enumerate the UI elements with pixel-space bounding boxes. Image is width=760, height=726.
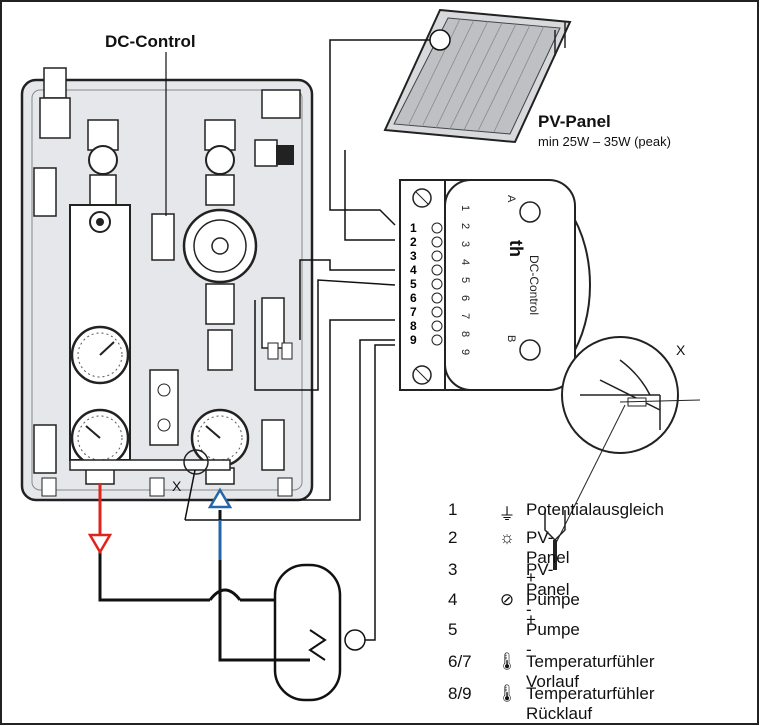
legend-number: 3 (448, 560, 458, 579)
legend-number: 8/9 (448, 684, 472, 703)
legend-text: Potentialausgleich (526, 500, 664, 519)
face-number: 3 (459, 241, 471, 247)
flow-arrow (87, 484, 113, 555)
face-number: 6 (459, 295, 471, 301)
face-number: 1 (459, 205, 471, 211)
sun-icon-b (519, 339, 541, 361)
terminal-screw (431, 292, 443, 304)
return-arrow (207, 487, 233, 560)
legend-text: Temperaturfühler Rücklauf (526, 684, 655, 723)
legend-number: 5 (448, 620, 458, 639)
face-number: 2 (459, 223, 471, 229)
thermometer-icon: 🌡 (496, 652, 518, 671)
face-number: 9 (459, 349, 471, 355)
marker-x-detail: X (676, 342, 686, 358)
terminal-number: 8 (410, 319, 417, 333)
terminal-number: 9 (410, 333, 417, 347)
controller-face: 1 2 3 4 5 6 7 8 9 th DC-Control A B (444, 179, 576, 391)
dc-control-title: DC-Control (105, 32, 196, 51)
ground-icon: ⏚ (498, 505, 516, 524)
flow-column (39, 67, 131, 485)
terminal-screw (431, 306, 443, 318)
terminal-number: 5 (410, 277, 417, 291)
sun-icon-a (519, 201, 541, 223)
legend-number: 2 (448, 528, 458, 547)
terminal-screw (431, 334, 443, 346)
storage-tank (273, 563, 342, 702)
thermometer-outline-icon: 🌡 (496, 684, 518, 703)
terminal-screw (431, 320, 443, 332)
terminal-number: 4 (410, 263, 417, 277)
terminal-number: 7 (410, 305, 417, 319)
face-number: 7 (459, 313, 471, 319)
legend-number: 1 (448, 500, 458, 519)
terminal-screw (431, 278, 443, 290)
terminal-number: 6 (410, 291, 417, 305)
marker-a: A (505, 195, 517, 203)
marker-x-pump: X (172, 478, 182, 494)
terminal-number: 3 (410, 249, 417, 263)
return-column (69, 119, 294, 485)
detail-view (544, 336, 701, 570)
legend-text: PV-Panel - (526, 560, 570, 619)
terminal-screw (431, 250, 443, 262)
wiring (184, 29, 451, 651)
face-number: 8 (459, 331, 471, 337)
legend-text: Temperaturfühler Vorlauf (526, 652, 655, 691)
terminal-screw (431, 222, 443, 234)
face-number: 4 (459, 259, 471, 265)
brand-logo: th (506, 240, 526, 257)
pv-panel-title: PV-Panel (538, 112, 611, 131)
controller-name: DC-Control (527, 255, 541, 315)
pv-panel-spec: min 25W – 35W (peak) (538, 134, 671, 149)
legend-text: Pumpe - (526, 620, 580, 659)
pump-icon: ⊘ (499, 590, 515, 609)
sensor-contact-circle (183, 449, 209, 475)
legend-text: PV-Panel + (526, 528, 570, 587)
dc-control-box (151, 213, 175, 261)
legend-number: 4 (448, 590, 458, 609)
marker-b: B (505, 335, 517, 342)
sun-icon: ☼ (499, 528, 515, 547)
terminal-number: 1 (410, 221, 417, 235)
terminal-screw (431, 264, 443, 276)
terminal-number: 2 (410, 235, 417, 249)
face-number: 5 (459, 277, 471, 283)
legend-text: Pumpe + (526, 590, 580, 629)
legend-number: 6/7 (448, 652, 472, 671)
terminal-screw (431, 236, 443, 248)
